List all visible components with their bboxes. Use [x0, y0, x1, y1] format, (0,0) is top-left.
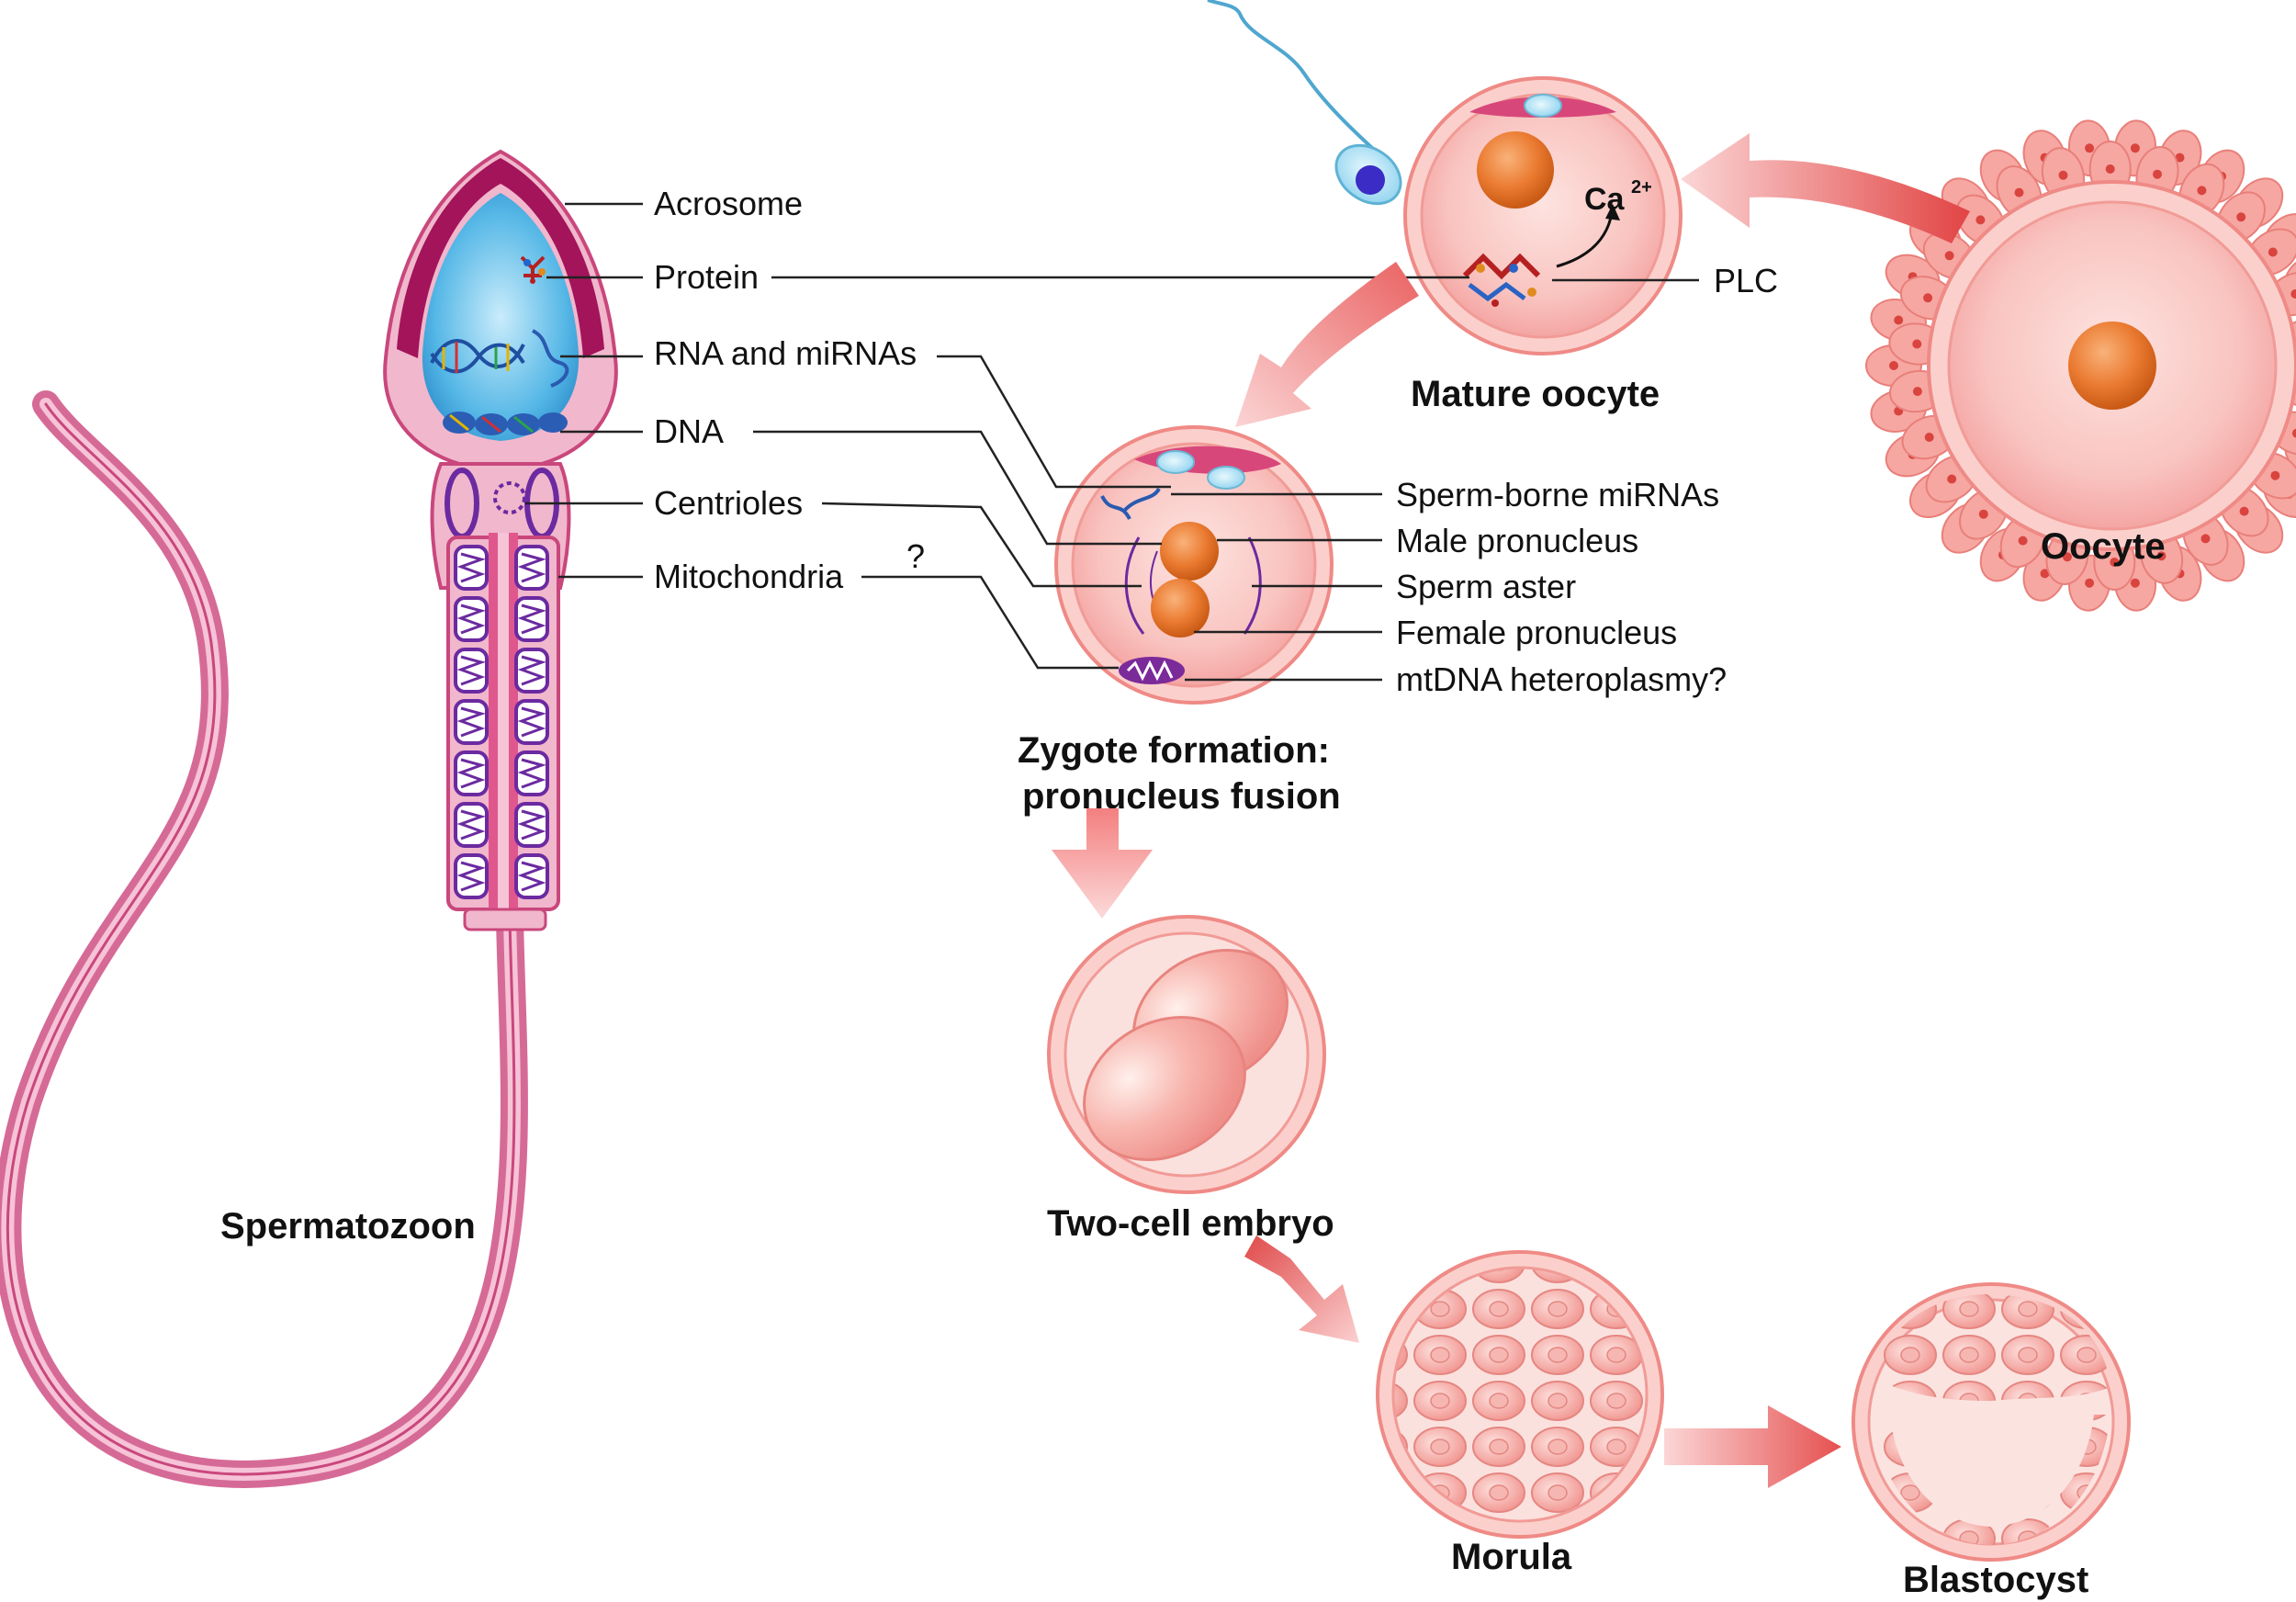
title-blastocyst: Blastocyst	[1903, 1560, 2088, 1600]
zygote-leader-lines	[753, 355, 1382, 682]
title-two-cell-embryo: Two-cell embryo	[1047, 1203, 1334, 1244]
mitochondrion-segment	[454, 648, 489, 694]
title-zygote-line2: pronucleus fusion	[1022, 776, 1341, 817]
mitochondrion-segment	[514, 545, 549, 591]
label-sperm-borne-mirnas: Sperm-borne miRNAs	[1396, 476, 1719, 513]
title-mature-oocyte: Mature oocyte	[1411, 374, 1660, 414]
arrow-morula-to-blastocyst	[1664, 1405, 1841, 1488]
mitochondria-column-left	[454, 545, 489, 899]
calcium-label: Ca	[1584, 182, 1626, 217]
sperm-leader-lines	[525, 202, 643, 579]
mitochondrion-segment	[454, 596, 489, 642]
plc-protein-icon	[1462, 253, 1541, 307]
label-rna-mirnas: RNA and miRNAs	[654, 334, 917, 372]
title-morula: Morula	[1451, 1537, 1572, 1577]
protein-icon	[520, 255, 546, 284]
dna-helix-icon	[430, 339, 525, 374]
blastocyst-illustration	[1851, 1282, 2131, 1562]
label-female-pronucleus: Female pronucleus	[1396, 614, 1677, 651]
mirna-strand-icon	[1100, 487, 1161, 521]
label-plc: PLC	[1714, 262, 1778, 299]
oocyte-nucleus	[2068, 322, 2156, 410]
label-sperm-aster: Sperm aster	[1396, 568, 1576, 605]
mitochondrion-segment	[454, 853, 489, 899]
mitochondrion-segment	[514, 699, 549, 745]
title-oocyte: Oocyte	[2041, 526, 2166, 567]
centrioles-icon	[493, 481, 526, 514]
mitochondrion-icon	[1119, 657, 1185, 684]
zygote-illustration	[1054, 425, 1334, 705]
incoming-sperm	[1207, 0, 1402, 206]
mitochondrion-segment	[454, 545, 489, 591]
label-acrosome: Acrosome	[654, 185, 803, 222]
label-mtdna-heteroplasmy: mtDNA heteroplasmy?	[1396, 660, 1727, 698]
mitochondrion-segment	[514, 853, 549, 899]
title-zygote-line1: Zygote formation:	[1018, 730, 1330, 771]
mitochondrion-segment	[514, 648, 549, 694]
mitochondrion-segment	[454, 802, 489, 848]
arrow-twocell-to-morula	[1244, 1235, 1359, 1343]
mature-oocyte-nucleus	[1477, 131, 1554, 209]
female-pronucleus	[1151, 579, 1210, 637]
two-cell-embryo-illustration	[1047, 915, 1326, 1194]
label-dna: DNA	[654, 412, 724, 450]
oocyte-illustration	[1865, 119, 2296, 612]
spermatozoon-illustration	[0, 149, 618, 1488]
calcium-charge: 2+	[1631, 177, 1652, 197]
blastomere-2	[1083, 1016, 1246, 1161]
label-protein: Protein	[654, 258, 759, 296]
acrosome	[397, 158, 604, 358]
mitochondria-column-right	[514, 545, 549, 899]
dna-compact-icon	[443, 412, 568, 435]
arrow-zygote-to-twocell	[1052, 808, 1153, 919]
mitochondrion-segment	[514, 596, 549, 642]
mitochondrion-segment	[514, 750, 549, 796]
mature-oocyte-illustration: Ca 2+	[1403, 76, 1683, 355]
morula-illustration	[1376, 1250, 1664, 1539]
sperm-nucleus	[422, 193, 580, 441]
label-question: ?	[906, 537, 925, 575]
label-mitochondria: Mitochondria	[654, 558, 844, 595]
arrow-mature-to-zygote	[1235, 262, 1419, 427]
mitochondrion-segment	[454, 750, 489, 796]
mitochondrion-segment	[514, 802, 549, 848]
arrow-oocyte-to-mature	[1681, 133, 1970, 243]
male-pronucleus	[1160, 522, 1219, 581]
label-centrioles: Centrioles	[654, 484, 803, 522]
mitochondrion-segment	[454, 699, 489, 745]
title-spermatozoon: Spermatozoon	[220, 1206, 476, 1247]
rna-strand-icon	[531, 329, 569, 388]
label-male-pronucleus: Male pronucleus	[1396, 522, 1638, 559]
